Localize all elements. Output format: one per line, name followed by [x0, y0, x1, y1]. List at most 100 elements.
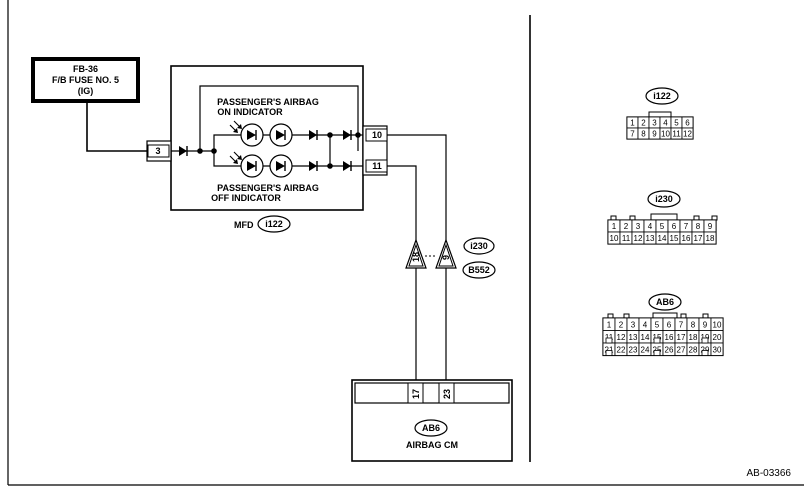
- pin-number: 22: [617, 345, 626, 354]
- junction-pin-9: 9: [441, 255, 451, 260]
- pin-number: 9: [652, 130, 657, 139]
- off-indicator-label-2: OFF INDICATOR: [211, 193, 281, 203]
- airbag-cm-label: AIRBAG CM: [406, 440, 458, 450]
- connector-tag-b552: [462, 261, 496, 279]
- view-tag-i122: [645, 87, 679, 105]
- pin-number: 10: [713, 320, 722, 329]
- diode-icon: [343, 161, 352, 171]
- fuse-line2: F/B FUSE NO. 5: [52, 75, 119, 85]
- wire-fuse-to-mfd: [86, 101, 147, 152]
- pin-number: 5: [655, 320, 660, 329]
- pin-number: 19: [701, 333, 710, 342]
- pin-number: 13: [646, 234, 655, 243]
- junction-connector-9: 9: [435, 238, 457, 269]
- pin-cell: [681, 127, 694, 140]
- pin-number: 18: [706, 234, 715, 243]
- pin-cell: [703, 231, 717, 245]
- on-indicator-label-1: PASSENGER'S AIRBAG: [217, 97, 319, 107]
- mfd-label: MFD: [234, 220, 254, 230]
- pin-number: 14: [641, 333, 650, 342]
- pin-number: 13: [629, 333, 638, 342]
- view-tag-i230: [647, 190, 681, 208]
- pin-number: 15: [670, 234, 679, 243]
- pin-number: 4: [643, 320, 648, 329]
- pin-number: 8: [691, 320, 696, 329]
- pin-number: 24: [641, 345, 650, 354]
- junction-connector-18: 18: [405, 238, 427, 269]
- pin-cell: [710, 342, 724, 356]
- pin-number: 9: [703, 320, 708, 329]
- diode-icon: [309, 161, 318, 171]
- off-indicator-label-1: PASSENGER'S AIRBAG: [217, 183, 319, 193]
- diode-icon: [309, 130, 318, 140]
- junction-dot: [327, 132, 333, 138]
- pin-number: 7: [679, 320, 684, 329]
- led-icon: [269, 154, 293, 178]
- pin-number: 25: [653, 345, 662, 354]
- pin-number: 5: [674, 119, 679, 128]
- airbag-cm-pin-cell: [438, 382, 455, 404]
- pin-number: 26: [665, 345, 674, 354]
- pin-number: 8: [696, 222, 701, 231]
- pin-number: 29: [701, 345, 710, 354]
- pin-3-label: 3: [155, 146, 160, 156]
- diode-icon: [343, 130, 352, 140]
- pin-number: 11: [622, 234, 631, 243]
- pin-number: 7: [630, 130, 635, 139]
- led-icon: [240, 123, 264, 147]
- pin-number: 17: [694, 234, 703, 243]
- pin-10-label: 10: [372, 130, 382, 140]
- wire-pin11-to-18: [387, 165, 417, 240]
- pin-number: 16: [682, 234, 691, 243]
- pin-number: 1: [607, 320, 612, 329]
- pin-11-label: 11: [372, 161, 382, 171]
- view-i230-title: i230: [655, 194, 673, 204]
- pin-number: 2: [641, 119, 646, 128]
- fuse-box: FB-36 F/B FUSE NO. 5 (IG): [31, 57, 140, 103]
- airbag-cm-connector: [354, 382, 510, 404]
- pin-number: 10: [610, 234, 619, 243]
- on-indicator-label-2: ON INDICATOR: [217, 107, 283, 117]
- pin-number: 12: [634, 234, 643, 243]
- pin-number: 18: [689, 333, 698, 342]
- airbag-cm-box: [351, 379, 513, 462]
- pin-number: 5: [660, 222, 665, 231]
- airbag-cm-pin-23: 23: [442, 389, 452, 399]
- pin-number: 12: [617, 333, 626, 342]
- view-i122-title: i122: [653, 91, 671, 101]
- pin-number: 10: [661, 130, 670, 139]
- pin-number: 23: [629, 345, 638, 354]
- pin-number: 1: [630, 119, 635, 128]
- pin-number: 11: [672, 130, 681, 139]
- pin-number: 20: [713, 333, 722, 342]
- pin-number: 6: [685, 119, 690, 128]
- mfd-connector-label: i122: [265, 219, 283, 229]
- light-emission-icon: [229, 120, 242, 133]
- pin-number: 17: [677, 333, 686, 342]
- pin-number: 30: [713, 345, 722, 354]
- pin-number: 1: [612, 222, 617, 231]
- pin-number: 14: [658, 234, 667, 243]
- pin-number: 3: [652, 119, 657, 128]
- pin-number: 12: [683, 130, 692, 139]
- pin-number: 2: [619, 320, 624, 329]
- pin-number: 3: [631, 320, 636, 329]
- junction-conn-b: B552: [468, 265, 490, 275]
- pin-number: 9: [708, 222, 713, 231]
- figure-code: AB-03366: [747, 468, 792, 479]
- junction-conn-a: i230: [470, 241, 488, 251]
- pin-number: 3: [636, 222, 641, 231]
- junction-pin-18: 18: [411, 252, 421, 262]
- pin-number: 15: [653, 333, 662, 342]
- pin-number: 7: [684, 222, 689, 231]
- fuse-line3: (IG): [78, 86, 94, 96]
- led-icon: [240, 154, 264, 178]
- pin-number: 4: [663, 119, 668, 128]
- fuse-line1: FB-36: [73, 64, 98, 74]
- pin-number: 16: [665, 333, 674, 342]
- pin-number: 8: [641, 130, 646, 139]
- pin-number: 2: [624, 222, 629, 231]
